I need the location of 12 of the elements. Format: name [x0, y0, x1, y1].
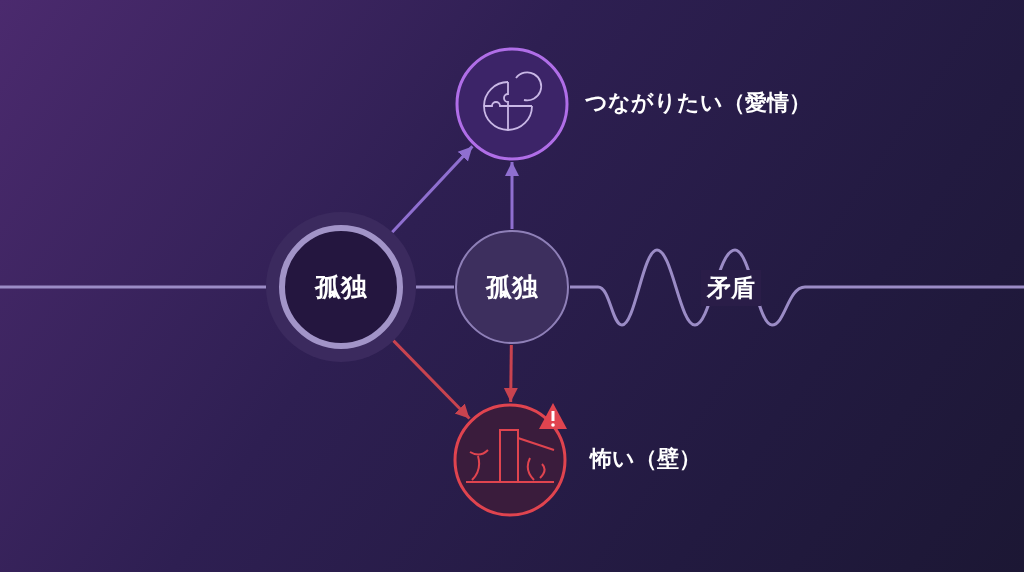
arrow: [391, 145, 474, 234]
arrow: [392, 339, 471, 420]
connector-line: [0, 285, 266, 289]
node-label: 怖い（壁）: [590, 445, 701, 473]
node-label: 孤独: [315, 270, 367, 304]
arrow: [503, 345, 518, 402]
node-label: 孤独: [486, 270, 538, 304]
connector-line: [570, 248, 1024, 327]
connector-line: [416, 285, 454, 289]
edge-label: 矛盾: [701, 270, 761, 306]
node-label: つながりたい（愛情）: [585, 89, 811, 117]
arrow: [505, 162, 519, 229]
